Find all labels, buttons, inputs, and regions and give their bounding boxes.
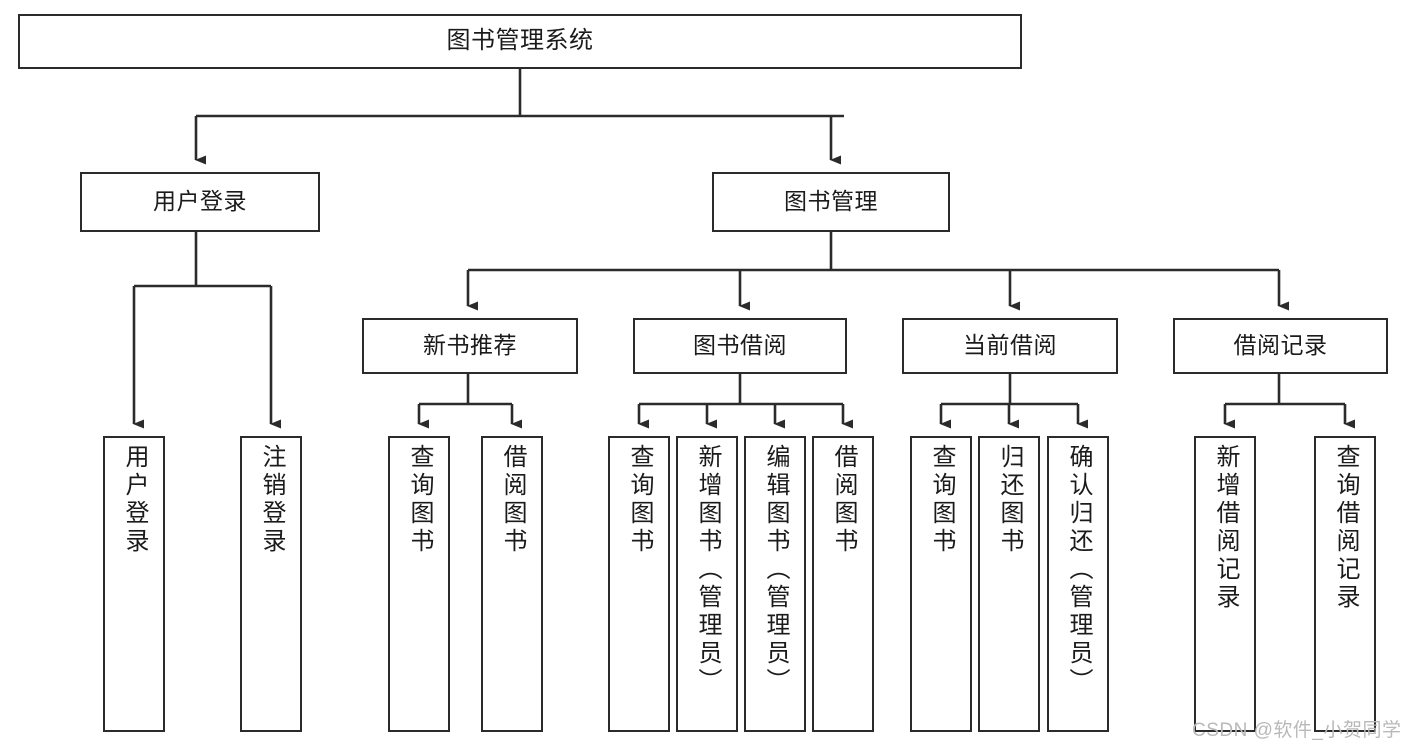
node-current-borrow[interactable]: 当前借阅 — [902, 318, 1118, 374]
node-leaf-query-record[interactable]: 查询借阅记录 — [1314, 436, 1376, 732]
node-leaf-confirm-return[interactable]: 确认归还（管理员） — [1047, 436, 1109, 732]
node-leaf-logout[interactable]: 注销登录 — [240, 436, 302, 732]
node-current-borrow-label: 当前借阅 — [963, 332, 1057, 359]
node-leaf-confirm-return-label: 确认归还（管理员） — [1065, 444, 1092, 696]
node-book-manage[interactable]: 图书管理 — [712, 172, 950, 232]
node-root-label: 图书管理系统 — [446, 27, 594, 55]
node-leaf-query-book-3-label: 查询图书 — [928, 444, 955, 556]
node-leaf-edit-book[interactable]: 编辑图书（管理员） — [744, 436, 806, 732]
watermark: CSDN @软件_小贺同学 — [1192, 720, 1402, 741]
node-leaf-add-book[interactable]: 新增图书（管理员） — [676, 436, 738, 732]
node-leaf-add-record-label: 新增借阅记录 — [1212, 444, 1239, 612]
node-leaf-borrow-book-1-label: 借阅图书 — [499, 444, 526, 556]
node-leaf-return-book-label: 归还图书 — [996, 444, 1023, 556]
node-borrow-record-label: 借阅记录 — [1233, 332, 1328, 359]
node-leaf-add-book-label: 新增图书（管理员） — [694, 444, 721, 696]
node-new-book-recommend[interactable]: 新书推荐 — [362, 318, 578, 374]
node-leaf-borrow-book-2[interactable]: 借阅图书 — [812, 436, 874, 732]
node-leaf-query-book-1-label: 查询图书 — [406, 444, 433, 556]
node-root[interactable]: 图书管理系统 — [18, 14, 1022, 69]
node-book-manage-label: 图书管理 — [784, 188, 878, 215]
node-book-borrow[interactable]: 图书借阅 — [633, 318, 847, 374]
node-leaf-query-record-label: 查询借阅记录 — [1332, 444, 1359, 612]
node-leaf-query-book-2[interactable]: 查询图书 — [608, 436, 670, 732]
node-leaf-borrow-book-2-label: 借阅图书 — [830, 444, 857, 556]
node-leaf-add-record[interactable]: 新增借阅记录 — [1194, 436, 1256, 732]
node-leaf-logout-label: 注销登录 — [258, 444, 285, 556]
node-borrow-record[interactable]: 借阅记录 — [1173, 318, 1388, 374]
node-leaf-query-book-2-label: 查询图书 — [626, 444, 653, 556]
node-user-login-label: 用户登录 — [153, 188, 247, 215]
node-user-login[interactable]: 用户登录 — [80, 172, 320, 232]
node-leaf-query-book-1[interactable]: 查询图书 — [388, 436, 450, 732]
node-leaf-user-login[interactable]: 用户登录 — [103, 436, 165, 732]
node-leaf-query-book-3[interactable]: 查询图书 — [910, 436, 972, 732]
node-leaf-borrow-book-1[interactable]: 借阅图书 — [481, 436, 543, 732]
node-leaf-user-login-label: 用户登录 — [121, 444, 148, 556]
node-new-book-recommend-label: 新书推荐 — [423, 332, 517, 359]
node-leaf-return-book[interactable]: 归还图书 — [978, 436, 1040, 732]
node-leaf-edit-book-label: 编辑图书（管理员） — [762, 444, 789, 696]
node-book-borrow-label: 图书借阅 — [693, 332, 787, 359]
